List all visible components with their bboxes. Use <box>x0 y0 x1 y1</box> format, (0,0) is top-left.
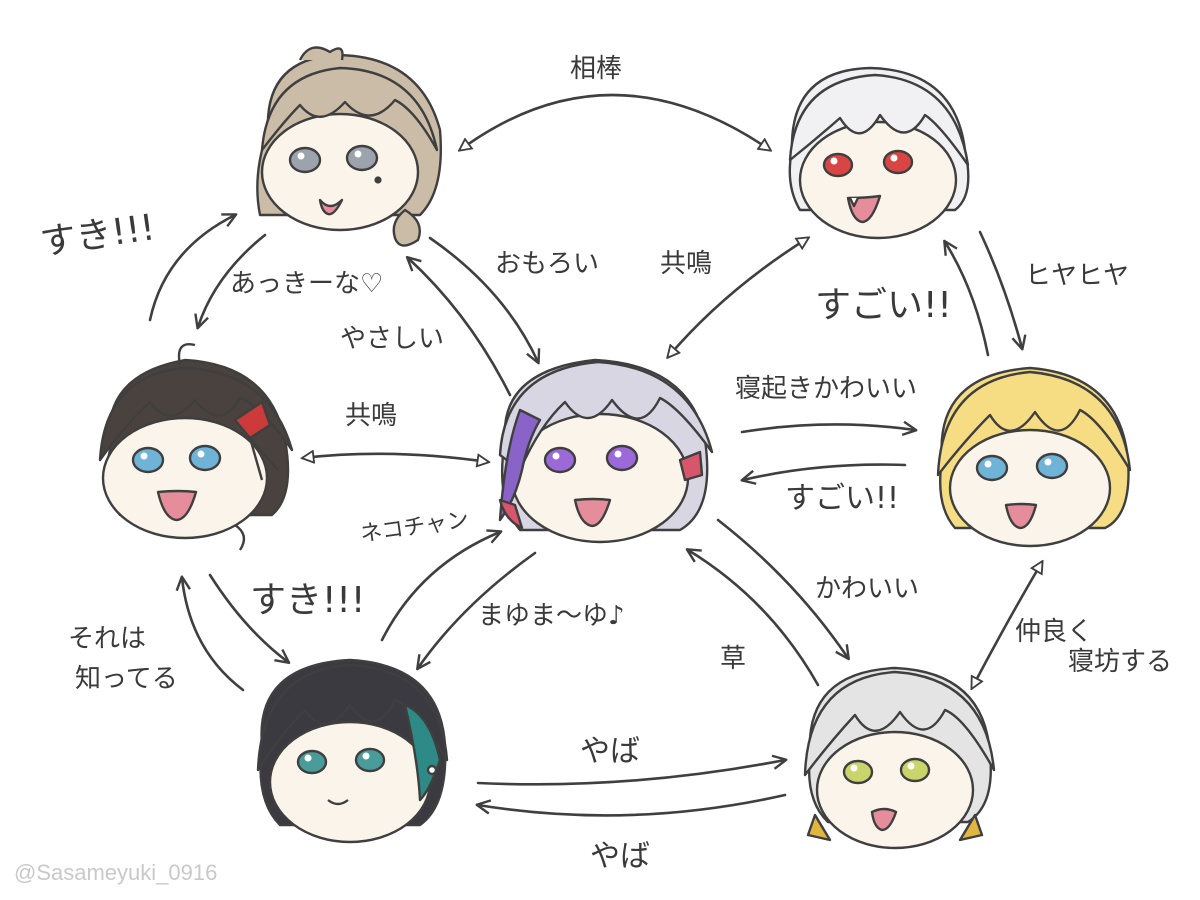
face <box>950 430 1110 546</box>
eye-left <box>824 154 852 176</box>
ear-piercing <box>428 766 436 774</box>
beauty-mark <box>376 178 381 183</box>
eye-left <box>977 456 1007 480</box>
eye-right <box>1037 454 1067 478</box>
label-omoroi: おもろい <box>495 250 599 280</box>
face <box>262 114 418 230</box>
arrow-kyomei-left <box>303 454 488 462</box>
arrow-neoki <box>742 424 915 432</box>
label-yasashii: やさしい <box>340 325 444 355</box>
label-kusa: 草 <box>720 645 746 675</box>
arrow-aibou <box>460 95 770 150</box>
eye-left <box>545 448 575 472</box>
label-kyomei-left: 共鳴 <box>345 402 397 432</box>
label-kawaii: かわいい <box>815 575 919 605</box>
eye-right <box>607 446 637 470</box>
eye-left <box>133 448 163 472</box>
label-kyomei-top: 共鳴 <box>660 250 712 280</box>
arrow-sorewa <box>182 578 243 690</box>
eye-right <box>347 146 377 170</box>
eye-right <box>356 749 384 771</box>
face <box>270 722 430 842</box>
label-nebou: 寝坊する <box>1068 648 1172 678</box>
character-bottom-right <box>805 668 994 848</box>
label-suki-bl: すき!!! <box>250 580 365 621</box>
label-yaba-top: やば <box>580 735 640 770</box>
character-top-right <box>790 68 969 238</box>
eye-right <box>190 446 220 470</box>
face <box>817 732 973 848</box>
label-yaba-bottom: やば <box>590 840 650 875</box>
face <box>800 122 956 238</box>
character-bottom-left <box>258 660 447 842</box>
eye-right <box>884 151 912 173</box>
arrow-yaba-bottom <box>478 795 785 815</box>
arrow-suki-tl <box>150 215 235 320</box>
character-mid-left <box>100 344 292 550</box>
ahoge <box>300 48 343 61</box>
character-top-left <box>257 48 441 246</box>
watermark: @Sasameyuki_0916 <box>14 860 217 886</box>
label-mayuma: まゆま〜ゆ♪ <box>478 602 625 632</box>
face <box>103 418 267 538</box>
character-mid-right <box>938 368 1130 546</box>
character-center <box>500 360 712 542</box>
label-neoki: 寝起きかわいい <box>735 375 917 405</box>
eye-left <box>844 761 872 783</box>
eye-left <box>290 148 320 172</box>
arrow-sugoi-mid <box>743 465 905 480</box>
label-aibou: 相棒 <box>570 55 622 85</box>
arrow-kusa <box>688 550 818 685</box>
label-akkina: あっきーな♡ <box>230 270 383 300</box>
arrow-hiyahiya <box>980 232 1022 348</box>
eye-left <box>298 751 326 773</box>
label-sugoi-top: すごい!! <box>815 285 952 326</box>
label-sorewa: それは <box>68 625 146 655</box>
label-nakayoku: 仲良く <box>1015 618 1093 648</box>
label-shitteru: 知ってる <box>75 665 178 695</box>
label-hiyahiya: ヒヤヒヤ <box>1025 262 1129 292</box>
label-sugoi-mid: すごい!! <box>785 482 899 517</box>
eye-right <box>901 759 929 781</box>
collar <box>235 525 244 550</box>
